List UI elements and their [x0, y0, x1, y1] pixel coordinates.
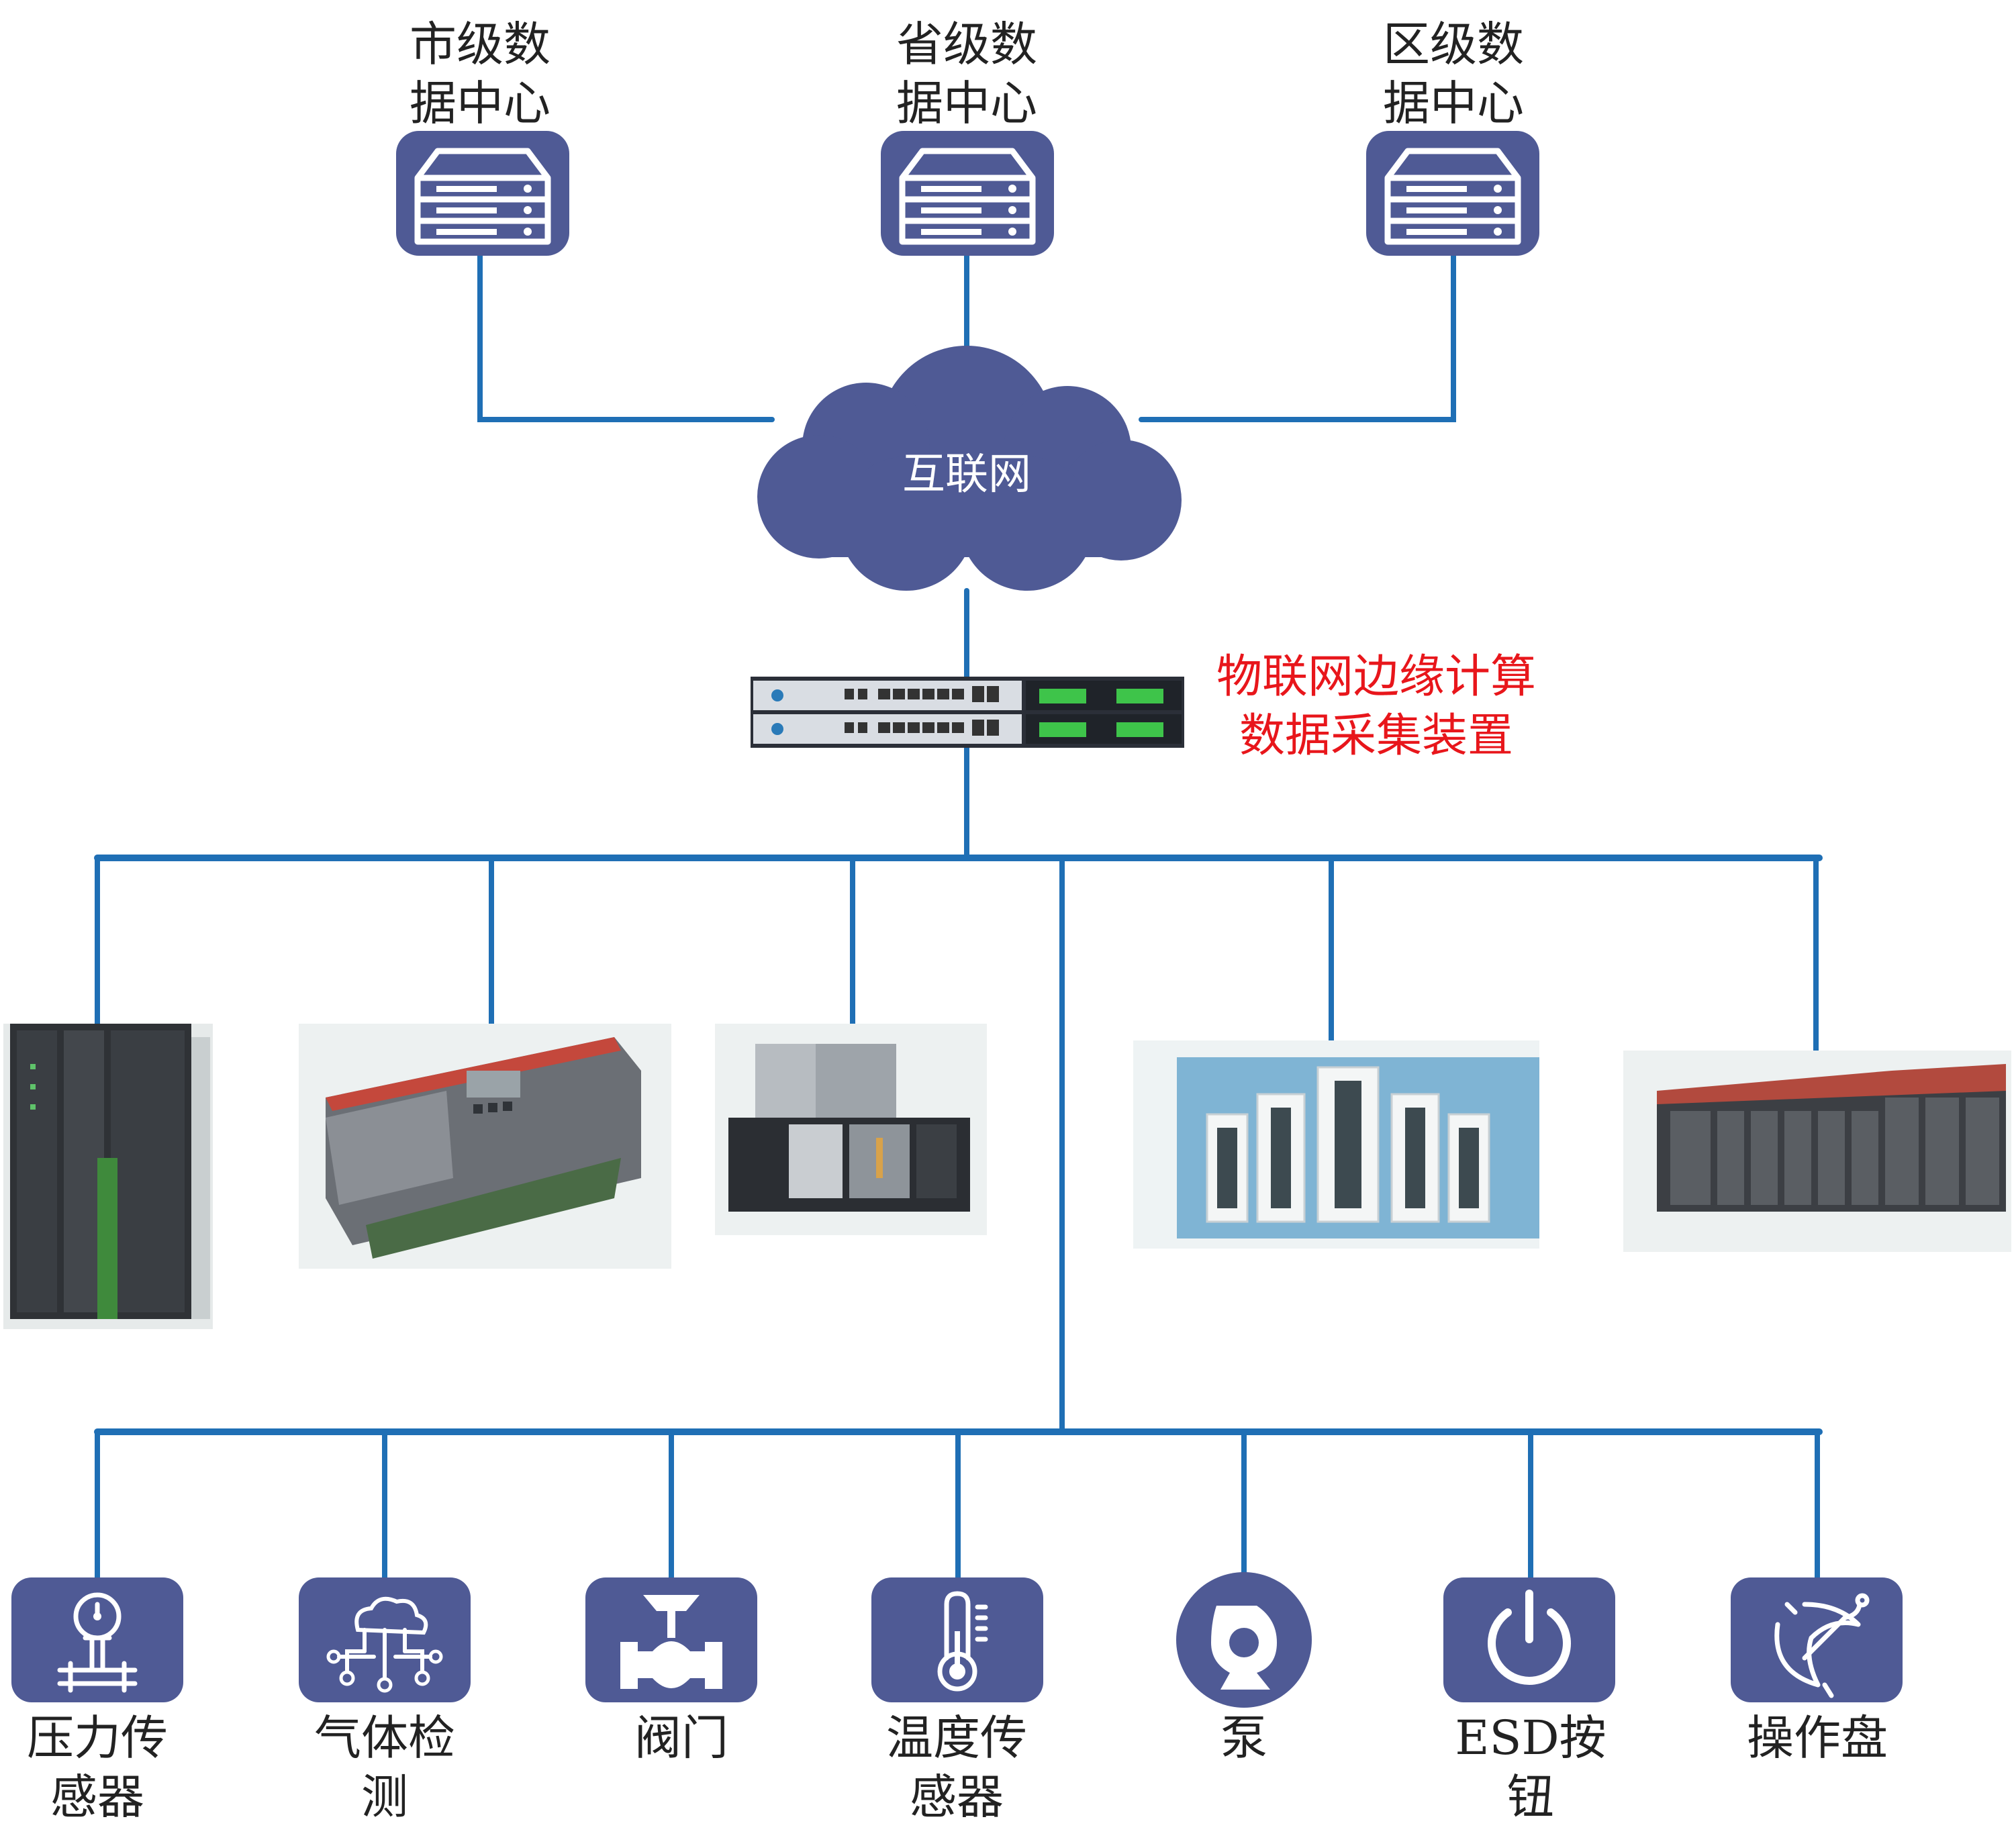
io-module-photo — [715, 1024, 987, 1235]
control-panel-label-line1: 操作盘 — [1747, 1710, 1888, 1765]
district-server-icon — [1366, 131, 1539, 256]
gas-detection-tile — [299, 1577, 471, 1702]
pump-label-line1: 泵 — [1220, 1710, 1267, 1765]
gateway-label-line1: 物联网边缘计算 — [1216, 650, 1536, 703]
district-center-label-line2: 据中心 — [1383, 76, 1524, 131]
gas-detector-icon — [326, 1596, 443, 1693]
pressure-sensor-label-line2: 感器 — [50, 1769, 144, 1825]
temperature-sensor-label-line1: 温度传 — [886, 1710, 1027, 1765]
temperature-sensor-label: 温度传 感器 — [859, 1708, 1054, 1827]
controller-photo — [299, 1024, 671, 1269]
pressure-sensor-label: 压力传 感器 — [0, 1708, 195, 1827]
province-center-label-line1: 省级数 — [896, 17, 1037, 72]
gas-detection-label-line2: 测 — [361, 1769, 408, 1825]
province-center-label-line2: 据中心 — [896, 76, 1037, 131]
esd-button-label: ESD按 钮 — [1433, 1708, 1628, 1827]
province-server-icon — [881, 131, 1054, 256]
city-server-icon — [396, 131, 569, 256]
city-center-label-line2: 据中心 — [410, 76, 550, 131]
esd-button-label-latin: ESD — [1455, 1710, 1560, 1765]
internet-label: 互联网 — [902, 450, 1031, 499]
satellite-dish-icon — [1774, 1593, 1870, 1698]
valve-icon — [620, 1595, 722, 1689]
gas-detection-label-line1: 气体检 — [314, 1710, 455, 1765]
province-center-label: 省级数 据中心 — [869, 15, 1064, 133]
pressure-gauge-icon — [57, 1592, 138, 1693]
city-center-label: 市级数 据中心 — [383, 15, 577, 133]
gas-detection-label: 气体检 测 — [287, 1708, 482, 1827]
esd-button-label-line2: 钮 — [1507, 1769, 1554, 1825]
valve-label: 阀门 — [584, 1708, 779, 1767]
pressure-sensor-label-line1: 压力传 — [27, 1710, 168, 1765]
plc-rack-photo — [3, 1024, 213, 1329]
cabinet-photo — [1133, 1040, 1539, 1249]
esd-button-label-cjk: 按 — [1559, 1710, 1607, 1765]
esd-button-tile — [1443, 1577, 1615, 1702]
thermometer-icon — [937, 1591, 988, 1692]
plc-modules-photo — [1623, 1051, 2011, 1252]
gateway-label: 物联网边缘计算 数据采集装置 — [1188, 648, 1564, 766]
edge-gateway-device — [751, 677, 1184, 748]
city-center-label-line1: 市级数 — [410, 17, 550, 72]
pump-tile — [1176, 1572, 1312, 1708]
temperature-sensor-tile — [871, 1577, 1043, 1702]
wire-city-center — [477, 251, 775, 422]
gateway-label-line2: 数据采集装置 — [1239, 710, 1513, 763]
control-panel-tile — [1731, 1577, 1903, 1702]
valve-tile — [585, 1577, 757, 1702]
control-panel-label: 操作盘 — [1720, 1708, 1915, 1767]
district-center-label: 区级数 据中心 — [1356, 15, 1551, 133]
pump-label: 泵 — [1147, 1708, 1341, 1767]
esd-button-label-line1: ESD按 — [1433, 1708, 1628, 1767]
temperature-sensor-label-line2: 感器 — [910, 1769, 1004, 1825]
wire-district-center — [1139, 251, 1456, 422]
pressure-sensor-tile — [11, 1577, 183, 1702]
cloud-icon — [757, 346, 1182, 591]
valve-label-line1: 阀门 — [634, 1710, 728, 1765]
power-button-icon — [1488, 1590, 1571, 1685]
pump-icon — [1211, 1606, 1277, 1690]
district-center-label-line1: 区级数 — [1383, 17, 1524, 72]
